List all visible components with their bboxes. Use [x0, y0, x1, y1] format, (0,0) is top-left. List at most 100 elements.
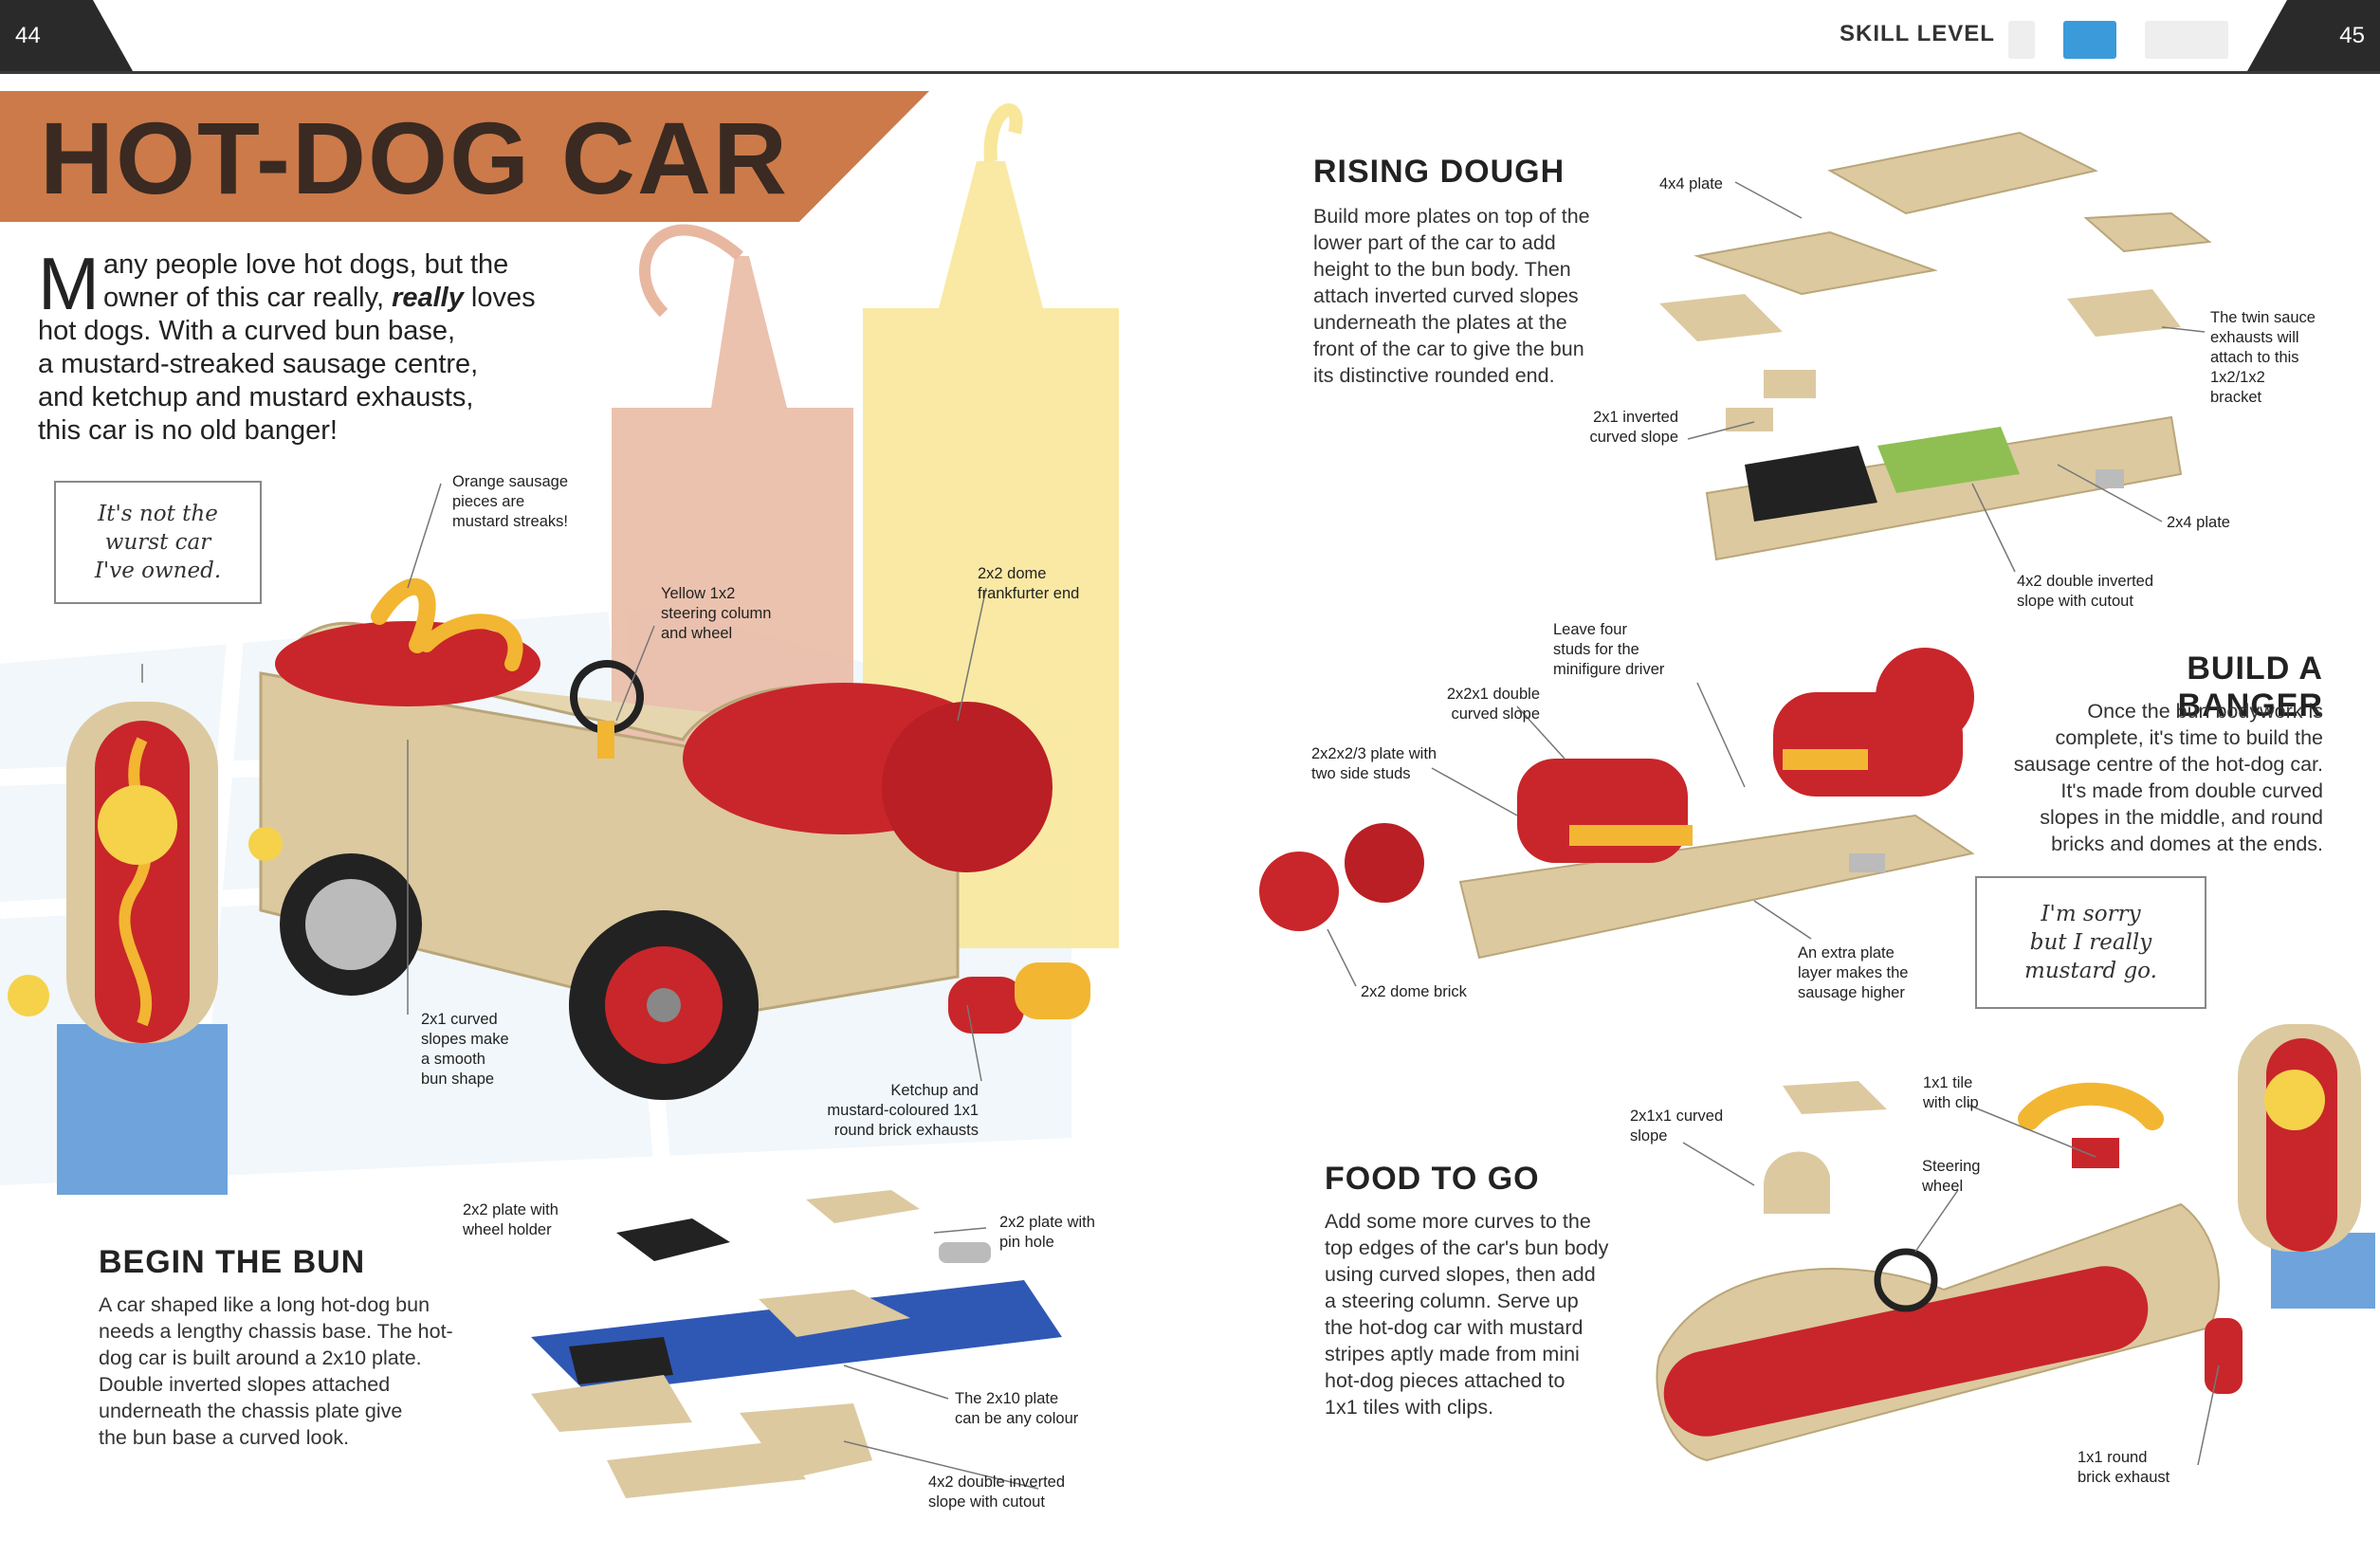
intro-emphasis: really	[392, 283, 464, 313]
label-line: a smooth	[421, 1051, 485, 1068]
label-line: Orange sausage	[452, 473, 569, 490]
body-line: A car shaped like a long hot-dog bun	[99, 1293, 430, 1316]
label-line: slopes make	[421, 1031, 509, 1048]
label-tile-clip: 1x1 tile with clip	[1923, 1073, 1979, 1113]
hot-dog-minifig-left	[8, 702, 283, 1195]
intro-line: hot dogs. With a curved bun base,	[38, 316, 456, 346]
body-line: It's made from double curved	[2060, 779, 2323, 802]
body-line: slopes in the middle, and round	[2040, 806, 2323, 829]
label-wheel-holder: 2x2 plate with wheel holder	[463, 1200, 558, 1240]
build-banger-parts	[1259, 648, 1975, 960]
label-line: pin hole	[999, 1234, 1054, 1251]
label-line: slope	[1630, 1127, 1668, 1145]
label-line: bun shape	[421, 1071, 495, 1088]
body-line: complete, it's time to build the	[2055, 726, 2323, 749]
label-line: 1x2/1x2	[2210, 369, 2265, 386]
body-line: Build more plates on top of the	[1313, 205, 1590, 228]
body-line: underneath the plates at the	[1313, 311, 1567, 334]
label-line: and wheel	[661, 625, 733, 642]
label-line: wheel holder	[463, 1221, 552, 1238]
body-line: lower part of the car to add	[1313, 231, 1556, 254]
body-line: attach inverted curved slopes	[1313, 284, 1579, 307]
begin-bun-parts	[531, 1190, 1062, 1498]
rising-dough-text: Build more plates on top of the lower par…	[1313, 203, 1636, 389]
label-line: studs for the	[1553, 641, 1639, 658]
label-2x4-plate: 2x4 plate	[2167, 514, 2230, 531]
label-steering-column: Yellow 1x2 steering column and wheel	[661, 584, 771, 644]
label-line: with clip	[1923, 1094, 1979, 1111]
hot-dog-car-main	[259, 577, 1090, 1100]
label-line: 2x1x1 curved	[1630, 1108, 1724, 1125]
body-line: using curved slopes, then add	[1325, 1263, 1596, 1286]
intro-paragraph: M any people love hot dogs, but the owne…	[38, 242, 569, 448]
label-line: attach to this	[2210, 349, 2299, 366]
label-line: 2x2 plate with	[999, 1214, 1095, 1231]
label-line: exhausts will	[2210, 329, 2299, 346]
bubble-line: It's not the	[98, 502, 218, 526]
label-line: bracket	[2210, 389, 2262, 406]
label-line: can be any colour	[955, 1410, 1079, 1427]
intro-line: and ketchup and mustard exhausts,	[38, 382, 474, 412]
intro-dropcap: M	[38, 242, 100, 325]
body-line: Double inverted slopes attached	[99, 1373, 391, 1396]
label-line: Yellow 1x2	[661, 585, 736, 602]
label-line: minifigure driver	[1553, 661, 1665, 678]
intro-line: owner of this car really,	[102, 283, 393, 313]
label-line: frankfurter end	[978, 585, 1080, 602]
label-line: Steering	[1922, 1158, 1981, 1175]
label-line: steering column	[661, 605, 772, 622]
label-dome-brick: 2x2 dome brick	[1361, 983, 1467, 1000]
bubble-line: but I really	[2029, 930, 2152, 955]
label-line: 4x2 double inverted	[2017, 573, 2154, 590]
label-line: 2x1 inverted	[1593, 409, 1678, 426]
body-line: front of the car to give the bun	[1313, 338, 1584, 360]
skill-brick-easy	[2008, 21, 2035, 59]
label-line: The twin sauce	[2210, 309, 2316, 326]
body-line: 1x1 tiles with clips.	[1325, 1396, 1494, 1419]
begin-bun-text: A car shaped like a long hot-dog bun need…	[99, 1291, 497, 1451]
label-dome-end: 2x2 dome frankfurter end	[978, 564, 1079, 604]
label-double-inverted-dough: 4x2 double inverted slope with cutout	[2017, 572, 2153, 612]
label-line: sausage higher	[1798, 984, 1905, 1001]
page-number-right-text: 45	[2339, 22, 2365, 48]
bubble-line: mustard go.	[2024, 959, 2157, 983]
label-twin-sauce: The twin sauce exhausts will attach to thi…	[2210, 308, 2316, 408]
label-line: 2x2 plate with	[463, 1201, 558, 1218]
heading-build-a-banger: BUILD A BANGER	[2177, 650, 2323, 724]
label-leader-lines	[141, 181, 2220, 1490]
label-line: 1x1 tile	[1923, 1074, 1973, 1091]
label-line: wheel	[1922, 1178, 1964, 1195]
body-line: a steering column. Serve up	[1325, 1290, 1579, 1312]
intro-line: any people love hot dogs, but the	[102, 249, 509, 280]
header-rule	[0, 71, 2380, 74]
intro-line: a mustard-streaked sausage centre,	[38, 349, 479, 379]
label-line: The 2x10 plate	[955, 1390, 1059, 1407]
label-line: 2x2x2/3 plate with	[1311, 745, 1437, 762]
label-line: 2x2x1 double	[1446, 686, 1540, 703]
skill-level-label: SKILL LEVEL	[1840, 21, 1995, 46]
label-line: curved slope	[1451, 705, 1540, 723]
body-line: needs a lengthy chassis base. The hot-	[99, 1320, 453, 1343]
food-to-go-parts	[1656, 1081, 2243, 1462]
body-line: height to the bun body. Then	[1313, 258, 1571, 281]
label-line: 4x2 double inverted	[928, 1474, 1066, 1491]
label-line: 2x1 curved	[421, 1011, 498, 1028]
skill-brick-medium	[2063, 21, 2116, 59]
body-line: its distinctive rounded end.	[1313, 364, 1555, 387]
label-curved-slopes: 2x1 curved slopes make a smooth bun shape	[421, 1010, 509, 1090]
label-line: 2x2 dome	[978, 565, 1047, 582]
intro-line: loves	[463, 283, 536, 313]
page-title: HOT-DOG CAR	[40, 101, 789, 215]
label-line: slope with cutout	[2017, 593, 2133, 610]
label-line: An extra plate	[1798, 944, 1895, 962]
label-line: Leave four	[1553, 621, 1627, 638]
body-line: dog car is built around a 2x10 plate.	[99, 1346, 422, 1369]
